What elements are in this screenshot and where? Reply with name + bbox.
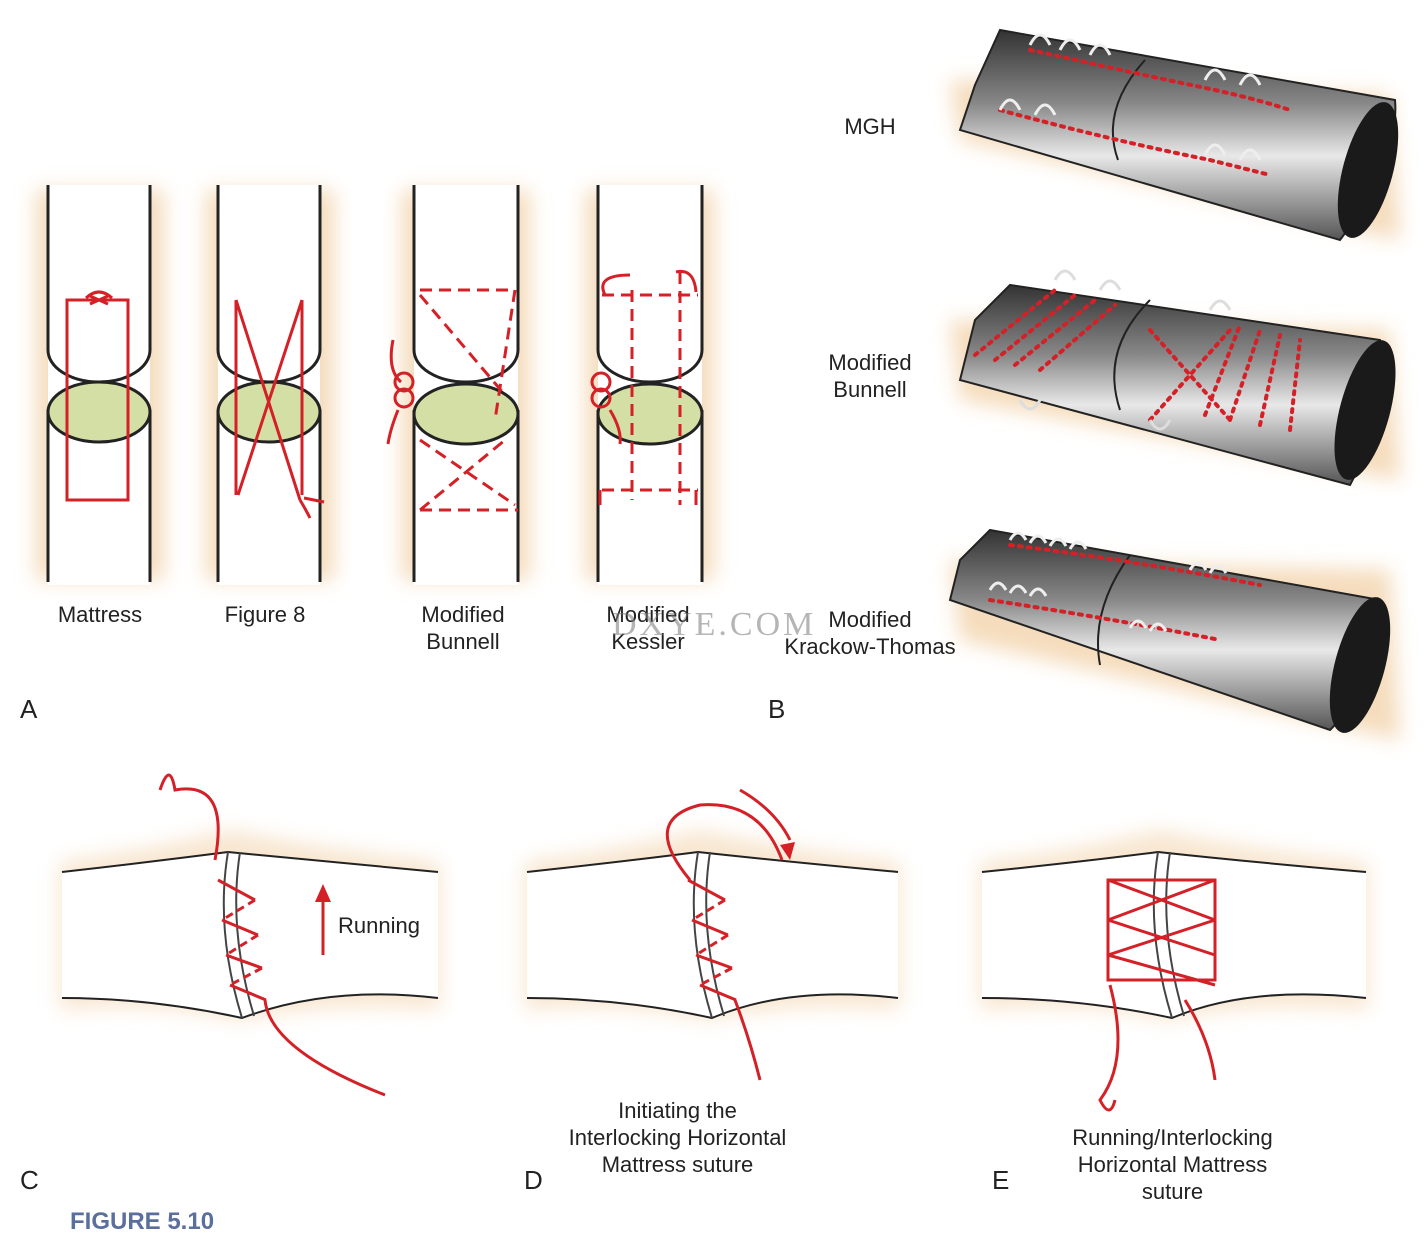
figure-title: FIGURE 5.10 bbox=[70, 1208, 215, 1235]
label-mgh: MGH bbox=[844, 114, 896, 139]
tendon-mattress bbox=[36, 185, 164, 585]
label-mattress: Mattress bbox=[57, 602, 143, 627]
caption-e: Running/Interlocking Horizontal Mattress… bbox=[1072, 1125, 1273, 1204]
tendon-modified-kessler bbox=[586, 185, 714, 585]
label-modified-bunnell-a: Modified Bunnell bbox=[421, 602, 505, 654]
panel-letter-e: E bbox=[992, 1165, 1010, 1195]
watermark: DXYE.COM bbox=[612, 606, 817, 643]
label-modified-kessler: Modified Kessler bbox=[606, 602, 690, 654]
tendon-figure-8 bbox=[206, 185, 334, 585]
panel-e-diagram bbox=[980, 830, 1368, 1112]
tube-modified-krackow-thomas bbox=[948, 528, 1400, 740]
panel-a-diagrams bbox=[36, 185, 714, 585]
label-running: Running bbox=[338, 913, 420, 938]
tube-modified-bunnell bbox=[950, 269, 1400, 487]
label-modified-bunnell-b: Modified Bunnell bbox=[828, 350, 912, 402]
panel-letter-a: A bbox=[20, 694, 38, 724]
label-figure-8: Figure 8 bbox=[224, 602, 306, 627]
label-modified-krackow-thomas: Modified Krackow-Thomas bbox=[784, 607, 956, 659]
panel-letter-c: C bbox=[20, 1165, 39, 1195]
panel-letter-b: B bbox=[768, 694, 786, 724]
tendon-modified-bunnell bbox=[386, 185, 530, 585]
caption-d: Initiating the Interlocking Horizontal M… bbox=[568, 1098, 787, 1177]
tube-mgh bbox=[950, 28, 1400, 242]
panel-letter-d: D bbox=[524, 1165, 543, 1195]
panel-b-diagrams bbox=[948, 28, 1400, 740]
panel-c-diagram bbox=[60, 773, 440, 1097]
panel-d-diagram bbox=[525, 788, 900, 1081]
